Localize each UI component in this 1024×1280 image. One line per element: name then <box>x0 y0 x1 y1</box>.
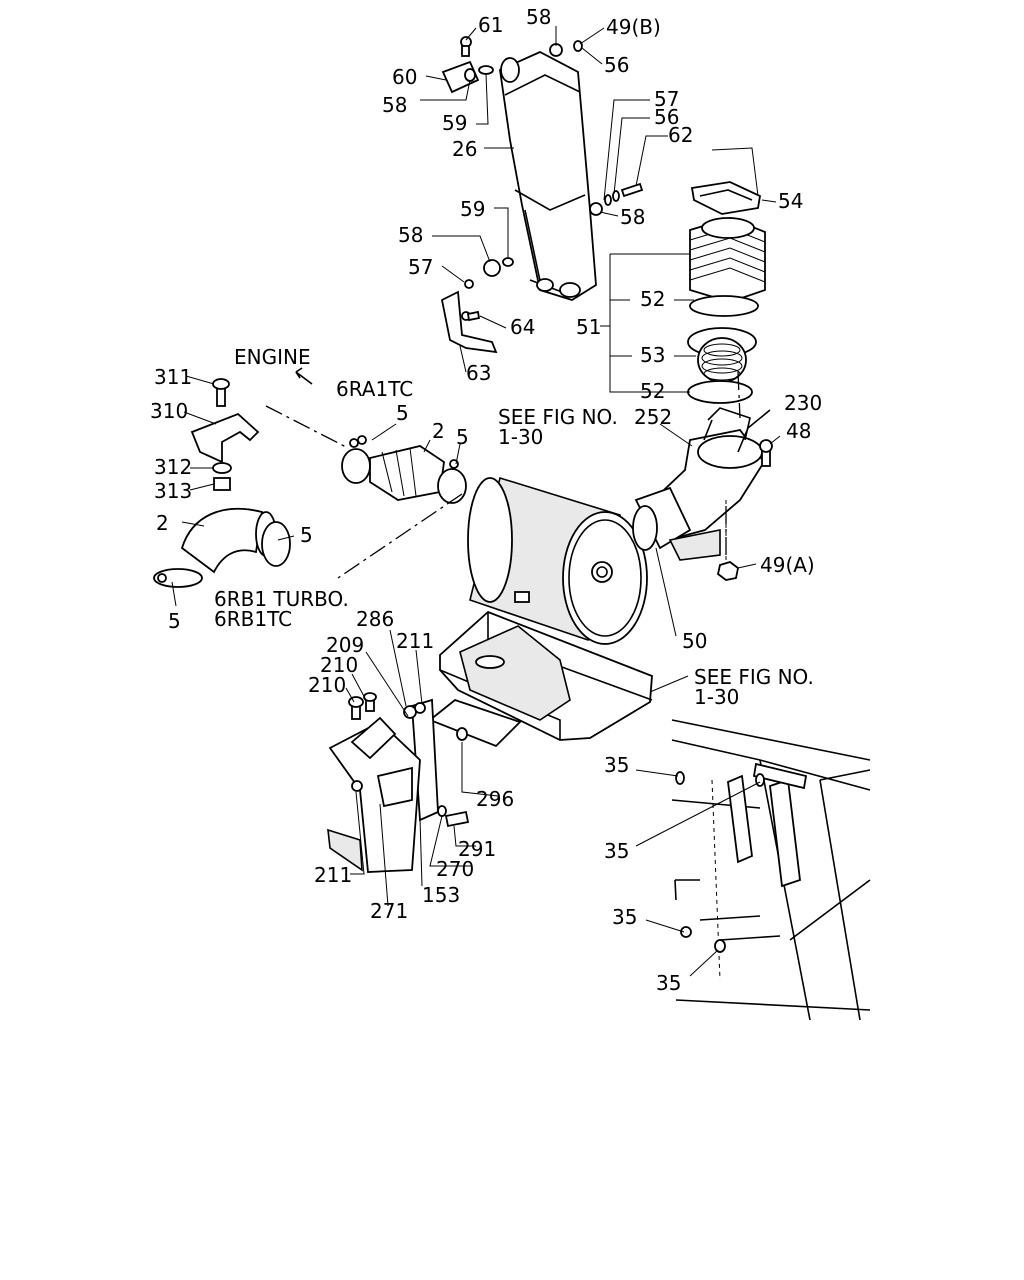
label-286: 286 <box>356 607 394 631</box>
label-211-upper: 211 <box>396 629 434 653</box>
upper-hose-2 <box>341 435 467 504</box>
label-210-upper: 210 <box>320 653 358 677</box>
label-56-top: 56 <box>604 53 629 77</box>
cab-rear-panel <box>671 719 871 1021</box>
label-59-mid: 59 <box>460 197 485 221</box>
label-59-top: 59 <box>442 111 467 135</box>
label-54: 54 <box>778 189 803 213</box>
label-50: 50 <box>682 629 707 653</box>
label-211-lower: 211 <box>314 863 352 887</box>
label-2-lower: 2 <box>156 511 169 535</box>
bracket-60 <box>441 36 583 94</box>
label-64: 64 <box>510 315 535 339</box>
label-see-fig-2-num: 1-30 <box>694 685 739 709</box>
guide-lines <box>265 367 771 579</box>
label-5-upper-left: 5 <box>396 401 409 425</box>
label-310: 310 <box>150 399 188 423</box>
label-52-upper: 52 <box>640 287 665 311</box>
label-209: 209 <box>326 633 364 657</box>
bracket-271 <box>327 692 470 873</box>
lower-hose-2 <box>153 507 291 588</box>
label-35-mid: 35 <box>604 839 629 863</box>
label-see-fig-1: SEE FIG NO. <box>498 405 618 429</box>
intake-duct-26 <box>499 50 597 301</box>
duct-hardware <box>464 182 644 289</box>
label-62: 62 <box>668 123 693 147</box>
label-35-lower: 35 <box>612 905 637 929</box>
label-see-fig-1-num: 1-30 <box>498 425 543 449</box>
part-labels: 61 58 49(B) 60 56 58 59 57 56 62 26 54 5… <box>150 5 822 995</box>
air-cleaner-body-50 <box>467 476 658 645</box>
bracket-63 <box>440 290 498 354</box>
label-311: 311 <box>154 365 192 389</box>
label-51: 51 <box>576 315 601 339</box>
label-engine: ENGINE <box>234 345 311 369</box>
label-210-lower: 210 <box>308 673 346 697</box>
label-35-top: 35 <box>604 753 629 777</box>
label-58-left: 58 <box>382 93 407 117</box>
label-5-lower-right: 5 <box>300 523 313 547</box>
label-6ra1tc: 6RA1TC <box>336 377 413 401</box>
label-35-bottom: 35 <box>656 971 681 995</box>
label-57-lower: 57 <box>408 255 433 279</box>
label-271: 271 <box>370 899 408 923</box>
label-58-lower: 58 <box>398 223 423 247</box>
label-312: 312 <box>154 455 192 479</box>
label-5-upper-right: 5 <box>456 425 469 449</box>
label-see-fig-2: SEE FIG NO. <box>694 665 814 689</box>
label-291: 291 <box>458 837 496 861</box>
label-61: 61 <box>478 13 503 37</box>
label-52-lower: 52 <box>640 379 665 403</box>
label-58-mid: 58 <box>620 205 645 229</box>
label-252: 252 <box>634 405 672 429</box>
label-6rb1-turbo: 6RB1 TURBO. <box>214 587 349 611</box>
label-56-mid: 56 <box>654 105 679 129</box>
label-6rb1tc: 6RB1TC <box>214 607 292 631</box>
label-153: 153 <box>422 883 460 907</box>
label-26: 26 <box>452 137 477 161</box>
label-230: 230 <box>784 391 822 415</box>
label-49b: 49(B) <box>606 15 661 39</box>
mounting-frame <box>411 610 653 822</box>
label-296: 296 <box>476 787 514 811</box>
label-313: 313 <box>154 479 192 503</box>
label-49a: 49(A) <box>760 553 815 577</box>
outlet-elbow-252 <box>634 407 773 581</box>
label-53: 53 <box>640 343 665 367</box>
label-5-lower-left: 5 <box>168 609 181 633</box>
label-60: 60 <box>392 65 417 89</box>
label-63: 63 <box>466 361 491 385</box>
bracket-310 <box>190 378 260 491</box>
label-2-upper: 2 <box>432 419 445 443</box>
label-58-top: 58 <box>526 5 551 29</box>
leader-lines <box>171 26 781 977</box>
label-48: 48 <box>786 419 811 443</box>
filter-element-assembly-51 <box>687 147 766 404</box>
label-270: 270 <box>436 857 474 881</box>
label-57-top: 57 <box>654 87 679 111</box>
